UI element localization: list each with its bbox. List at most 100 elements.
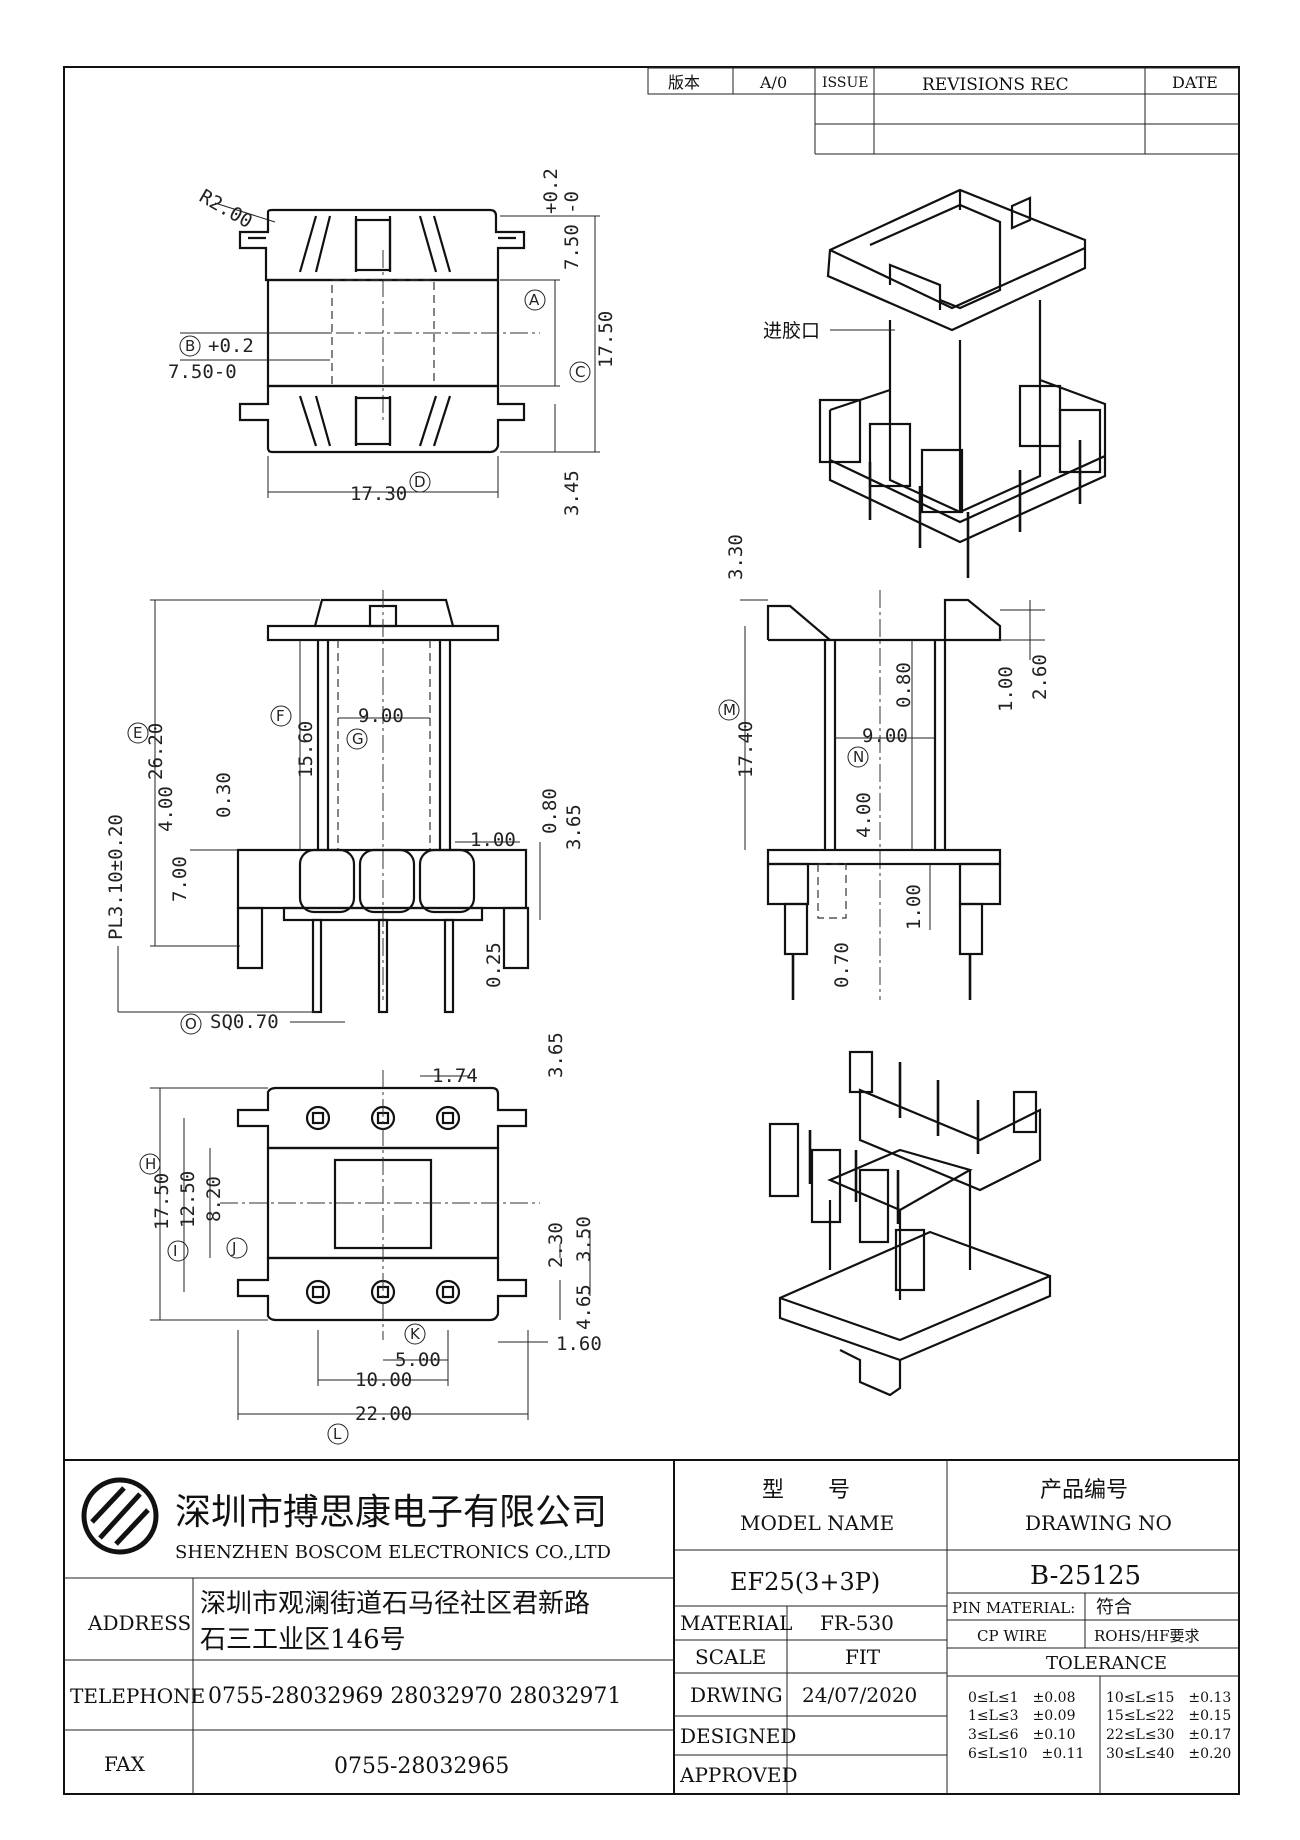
tol-right-1: 15≤L≤22 ±0.15 bbox=[1106, 1708, 1231, 1724]
fax-label: FAX bbox=[104, 1752, 146, 1776]
dim-230: 2.30 bbox=[545, 1222, 567, 1268]
iso-view-top bbox=[818, 188, 1107, 578]
dim-900: 9.00 bbox=[358, 705, 404, 727]
drawing-no-value: B-25125 bbox=[1030, 1561, 1141, 1591]
dim-400: 4.00 bbox=[155, 786, 177, 832]
marker-a: A bbox=[529, 291, 540, 309]
cp-wire-label: CP WIRE bbox=[977, 1627, 1047, 1645]
dim-750-left-tol: +0.2 bbox=[208, 335, 254, 357]
callout-gate: 进胶口 bbox=[763, 320, 820, 342]
drawing-no-label-cn: 产品编号 bbox=[1040, 1478, 1128, 1503]
issue-header: ISSUE bbox=[822, 75, 868, 91]
marker-g: G bbox=[352, 730, 364, 748]
company-name-en: SHENZHEN BOSCOM ELECTRONICS CO.,LTD bbox=[175, 1542, 611, 1563]
tol-top: +0.2 bbox=[540, 168, 562, 214]
tol-top-minus: -0 bbox=[561, 191, 583, 214]
telephone-label: TELEPHONE bbox=[70, 1684, 205, 1708]
dim-750-top: 7.50 bbox=[561, 224, 583, 270]
marker-h: H bbox=[145, 1155, 156, 1173]
marker-o: O bbox=[185, 1015, 197, 1033]
address-label: ADDRESS bbox=[87, 1611, 191, 1635]
marker-i: I bbox=[173, 1242, 177, 1260]
cp-wire-value: ROHS/HF要求 bbox=[1094, 1627, 1200, 1645]
model-label-cn: 型 号 bbox=[762, 1478, 850, 1503]
dim-174: 1.74 bbox=[432, 1065, 478, 1087]
top-view bbox=[179, 202, 600, 498]
scale-label: SCALE bbox=[695, 1645, 766, 1669]
iso-view-bottom bbox=[768, 1050, 1052, 1397]
tol-left-1: 1≤L≤3 ±0.09 bbox=[968, 1708, 1075, 1724]
drawing-label: DRWING bbox=[690, 1683, 783, 1707]
bottom-view bbox=[139, 1070, 591, 1445]
fax-value: 0755-28032965 bbox=[334, 1754, 509, 1779]
revision-block: 版本 A/0 ISSUE REVISIONS REC DATE bbox=[647, 67, 1240, 155]
date-header: DATE bbox=[1172, 73, 1218, 92]
tol-left-0: 0≤L≤1 ±0.08 bbox=[968, 1690, 1075, 1706]
material-label: MATERIAL bbox=[680, 1611, 792, 1635]
dim-365b: 3.65 bbox=[545, 1032, 567, 1078]
dim-260: 2.60 bbox=[1029, 654, 1051, 700]
version-label: 版本 bbox=[668, 73, 700, 92]
dim-500: 5.00 bbox=[395, 1349, 441, 1371]
dim-070: 0.70 bbox=[831, 942, 853, 988]
version-value: A/0 bbox=[759, 73, 787, 92]
dim-750-left: 7.50-0 bbox=[168, 361, 237, 383]
dim-400b: 4.00 bbox=[853, 792, 875, 838]
model-value: EF25(3+3P) bbox=[730, 1568, 880, 1596]
side-view bbox=[718, 590, 1045, 1000]
dim-025: 0.25 bbox=[483, 942, 505, 988]
address-line1: 深圳市观澜街道石马径社区君新路 bbox=[200, 1589, 590, 1619]
material-value: FR-530 bbox=[820, 1611, 894, 1635]
marker-c: C bbox=[575, 363, 585, 381]
marker-j: J bbox=[231, 1239, 236, 1257]
front-view bbox=[117, 590, 541, 1035]
dim-2200: 22.00 bbox=[355, 1403, 412, 1425]
dim-100: 1.00 bbox=[470, 829, 516, 851]
dim-700: 7.00 bbox=[169, 856, 191, 902]
dim-1000: 10.00 bbox=[355, 1369, 412, 1391]
telephone-value: 0755-28032969 28032970 28032971 bbox=[208, 1684, 621, 1709]
marker-m: M bbox=[723, 701, 736, 719]
dim-1560: 15.60 bbox=[295, 721, 317, 778]
marker-l: L bbox=[333, 1425, 342, 1443]
dim-080: 0.80 bbox=[539, 788, 561, 834]
dim-sq: SQ0.70 bbox=[210, 1011, 279, 1033]
dim-345: 3.45 bbox=[561, 470, 583, 516]
title-block bbox=[64, 1459, 1239, 1794]
model-label-en: MODEL NAME bbox=[740, 1511, 894, 1535]
dim-1250: 12.50 bbox=[177, 1171, 199, 1228]
pin-material-value: 符合 bbox=[1096, 1597, 1132, 1618]
marker-f: F bbox=[276, 707, 285, 725]
tol-left-2: 3≤L≤6 ±0.10 bbox=[968, 1727, 1075, 1743]
marker-b: B bbox=[185, 337, 195, 355]
dim-350: 3.50 bbox=[573, 1216, 595, 1262]
tolerance-label: TOLERANCE bbox=[1046, 1653, 1167, 1674]
designed-label: DESIGNED bbox=[680, 1724, 796, 1748]
dim-1740: 17.40 bbox=[735, 721, 757, 778]
dim-100a: 1.00 bbox=[995, 666, 1017, 712]
dim-465: 4.65 bbox=[573, 1284, 595, 1330]
marker-e: E bbox=[133, 724, 142, 742]
dim-900b: 9.00 bbox=[862, 725, 908, 747]
dim-080b: 0.80 bbox=[893, 662, 915, 708]
company-name-cn: 深圳市搏思康电子有限公司 bbox=[175, 1492, 607, 1533]
pin-material-label: PIN MATERIAL: bbox=[952, 1599, 1075, 1617]
sheet-border bbox=[63, 66, 1240, 1795]
tol-right-2: 22≤L≤30 ±0.17 bbox=[1106, 1727, 1231, 1743]
tol-right-3: 30≤L≤40 ±0.20 bbox=[1106, 1746, 1231, 1762]
dim-1730: 17.30 bbox=[350, 483, 407, 505]
tol-left-3: 6≤L≤10 ±0.11 bbox=[968, 1746, 1084, 1762]
dim-1750: 17.50 bbox=[595, 311, 617, 368]
company-logo bbox=[81, 1477, 159, 1555]
dim-pitch: PL3.10±0.20 bbox=[105, 814, 127, 940]
dim-365: 3.65 bbox=[563, 804, 585, 850]
dim-330: 3.30 bbox=[725, 534, 747, 580]
drawing-no-label-en: DRAWING NO bbox=[1025, 1511, 1172, 1535]
revisions-header: REVISIONS REC bbox=[922, 75, 1069, 95]
dim-030: 0.30 bbox=[213, 772, 235, 818]
marker-n: N bbox=[853, 748, 864, 766]
scale-value: FIT bbox=[845, 1645, 881, 1669]
address-line2: 石三工业区146号 bbox=[200, 1625, 406, 1655]
tol-right-0: 10≤L≤15 ±0.13 bbox=[1106, 1690, 1231, 1706]
